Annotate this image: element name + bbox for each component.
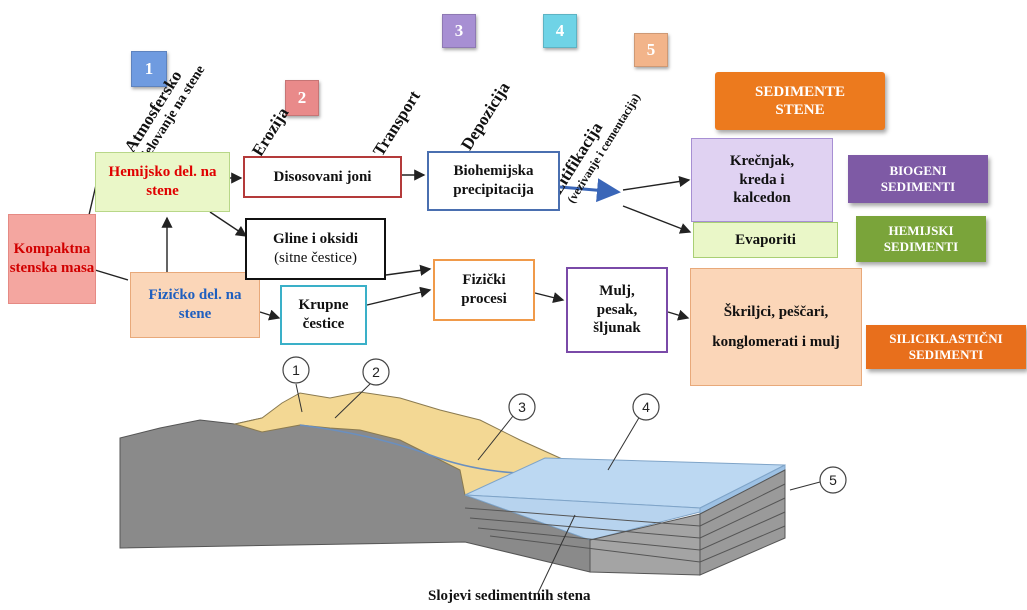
stage-number-3: 3 [442,14,476,48]
box-evaporites: Evaporiti [693,222,838,258]
stage-number-1: 1 [131,51,167,87]
callout-1: 1 [292,362,300,378]
stage-number-4: 4 [543,14,577,48]
arrow-coarse-to-physical-processes [366,286,432,306]
banner-biogenic: BIOGENI SEDIMENTI [848,155,988,203]
arrow-compact-to-chemical [88,184,97,216]
arrow-compact-to-physical [94,269,129,281]
arrow-clays-to-physical-processes [385,264,432,276]
arrow-to-limestone [622,175,691,191]
banner-siliciclastic: SILICIKLASTIČNI SEDIMENTI [866,325,1026,369]
arrow-biochem-to-split [559,178,621,203]
arrow-to-evaporites [622,205,692,234]
landscape-cross-section: 1 2 3 4 5 [119,356,847,594]
box-limestone: Krečnjak, kreda i kalcedon [691,138,833,222]
strata-caption: Slojevi sedimentnih stena [428,588,591,604]
arrow-physical-to-coarse [259,309,281,321]
box-mud-sand-gravel: Mulj, pesak, šljunak [566,267,668,353]
stage-number-2: 2 [285,80,319,116]
box-dissolved-ions: Disosovani joni [243,156,402,198]
callout-2: 2 [372,364,380,380]
arrow-mud-to-shales [667,309,690,321]
clays-line-1: Gline i oksidi [272,231,359,248]
callout-5: 5 [829,472,837,488]
banner-sedimentary-rocks: SEDIMENTE STENE [715,72,885,130]
box-coarse-particles: Krupne čestice [280,285,367,345]
callout-4: 4 [642,399,650,415]
box-physical-weathering: Fizičko del. na stene [130,272,260,338]
callout-3: 3 [518,399,526,415]
banner-chemical: HEMIJSKI SEDIMENTI [856,216,986,262]
box-biochemical-precipitation: Biohemijska precipitacija [427,151,560,211]
arrow-chemical-to-clays [209,211,248,237]
box-compact-mass: Kompaktna stenska masa [8,214,96,304]
box-shales: Škriljci, peščari, konglomerati i mulj [690,268,862,386]
box-clays-oxides: Gline i oksidi (sitne čestice) [245,218,386,280]
box-chemical-weathering: Hemijsko del. na stene [95,152,230,212]
arrow-processes-to-mud [534,292,565,304]
clays-line-2: (sitne čestice) [274,250,357,266]
box-physical-processes: Fizički procesi [433,259,535,321]
stage-number-5: 5 [634,33,668,67]
